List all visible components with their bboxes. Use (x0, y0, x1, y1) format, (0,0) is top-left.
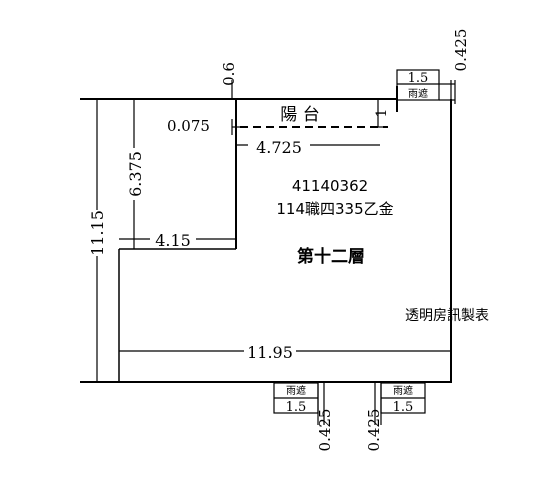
bottom-right-depth-label: 0.425 (365, 409, 383, 452)
balcony-width-label: 4.725 (256, 138, 302, 157)
top-right-width-label: 1.5 (408, 71, 429, 86)
bottom-left-mark-label: 雨遮 (286, 384, 306, 397)
bottom-right-width-label: 1.5 (393, 400, 414, 415)
top-right-box (396, 69, 456, 104)
case-number: 41140362 (292, 177, 368, 195)
total-width-label: 11.95 (247, 343, 293, 362)
balcony-offset-label: 0.075 (167, 117, 210, 135)
bottom-right-mark-label: 雨遮 (393, 384, 413, 397)
balcony-top-label: 0.6 (220, 62, 238, 86)
balcony-depth-label: 1 (374, 109, 390, 118)
dim-balcony-offset (231, 119, 242, 135)
bottom-left-width-label: 1.5 (286, 400, 307, 415)
floor-label: 第十二層 (297, 246, 365, 267)
bottom-right-box (374, 382, 426, 425)
dim-balcony-depth (372, 98, 386, 128)
left-upper-depth-label: 6.375 (126, 151, 145, 197)
building-outline (80, 86, 452, 383)
case-reference: 114職四335乙金 (276, 200, 393, 218)
unit-note: 透明房訊製表 (405, 308, 489, 324)
balcony-label: 陽 台 (280, 105, 319, 125)
top-right-mark-label: 雨遮 (408, 87, 428, 100)
step-width-label: 4.15 (155, 231, 191, 250)
bottom-left-box (273, 382, 325, 425)
bottom-left-depth-label: 0.425 (316, 409, 334, 452)
top-right-depth-label: 0.425 (452, 29, 470, 72)
balcony-outline (118, 99, 388, 382)
total-height-label: 11.15 (88, 210, 107, 256)
